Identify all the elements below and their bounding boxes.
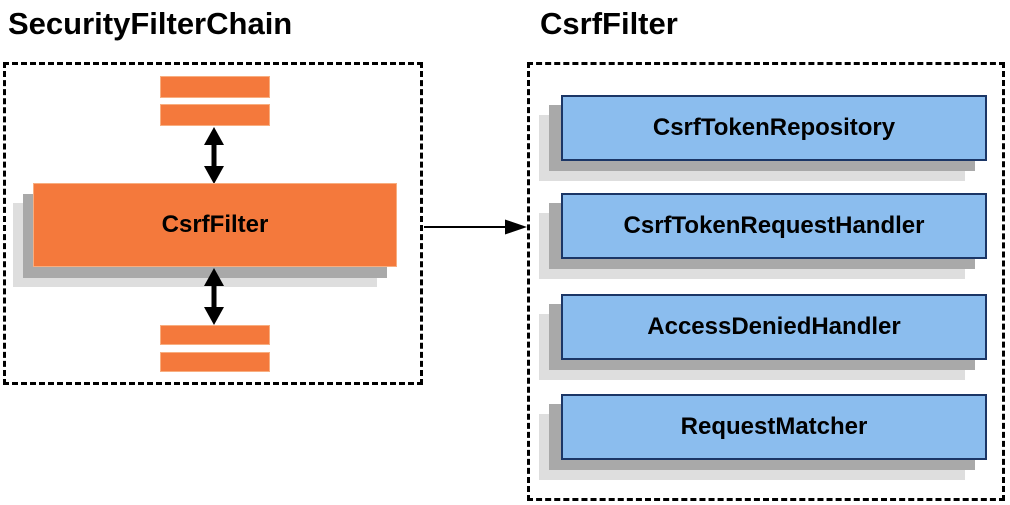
component-label: CsrfTokenRepository	[652, 114, 896, 141]
filter-stack-bar-top-2	[160, 104, 270, 126]
csrf-filter-title: CsrfFilter	[540, 6, 678, 41]
component-box-request-matcher: RequestMatcher	[561, 394, 987, 460]
security-filter-chain-title: SecurityFilterChain	[8, 6, 293, 41]
csrf-filter-box-label: CsrfFilter	[161, 211, 269, 238]
flow-arrow-right-icon	[424, 219, 527, 235]
double-arrow-up-down-icon	[204, 268, 224, 325]
filter-stack-bar-bottom-2	[160, 352, 270, 372]
csrf-filter-container	[527, 62, 1005, 501]
component-box-csrf-token-repository: CsrfTokenRepository	[561, 95, 987, 161]
component-label: CsrfTokenRequestHandler	[623, 212, 925, 239]
component-box-access-denied-handler: AccessDeniedHandler	[561, 294, 987, 360]
component-label: AccessDeniedHandler	[647, 313, 901, 340]
filter-stack-bar-top-1	[160, 76, 270, 98]
csrf-filter-box: CsrfFilter	[33, 183, 397, 267]
double-arrow-up-down-icon	[204, 127, 224, 184]
component-box-csrf-token-request-handler: CsrfTokenRequestHandler	[561, 193, 987, 259]
security-filter-chain-container	[3, 62, 423, 385]
component-label: RequestMatcher	[680, 413, 868, 440]
filter-stack-bar-bottom-1	[160, 325, 270, 345]
